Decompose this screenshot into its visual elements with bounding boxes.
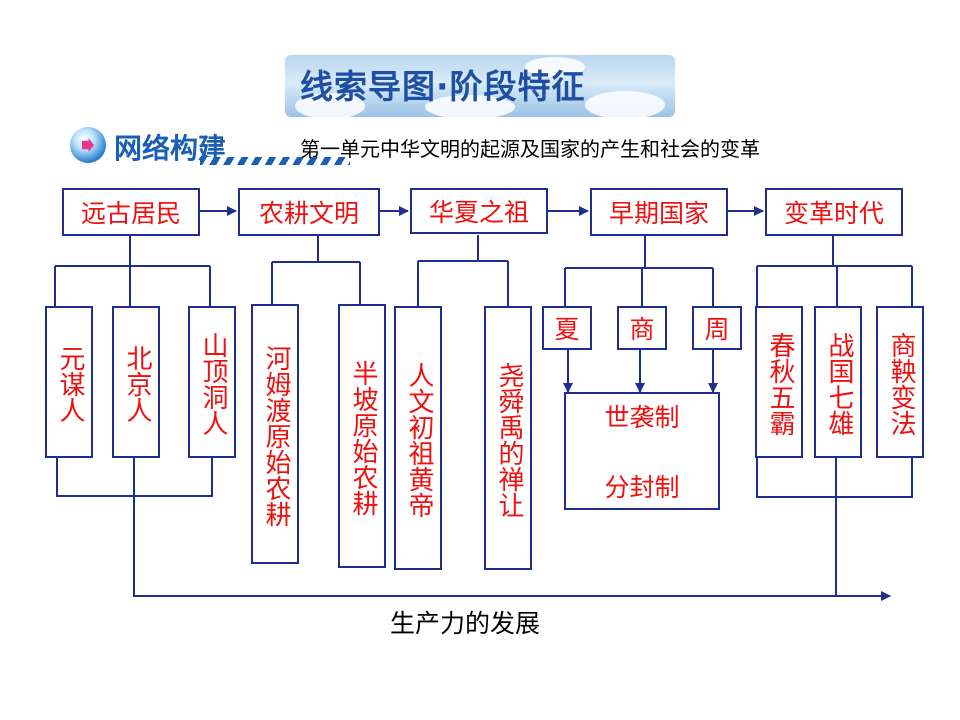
hereditary-system-label: 世袭制 xyxy=(604,403,680,432)
child-box-zhou: 周 xyxy=(692,306,742,350)
bracket-stage2 xyxy=(271,235,361,304)
child-box-upper-cave-man: 山顶洞人 xyxy=(188,306,236,458)
child-box-shang-yang-reform: 商鞅变法 xyxy=(876,306,924,458)
stage-box-ancient-residents: 远古居民 xyxy=(62,188,200,236)
child-box-hemudu-farming: 河姆渡原始农耕 xyxy=(251,304,299,564)
stage-box-era-of-change: 变革时代 xyxy=(765,188,903,236)
cloud-puff xyxy=(585,91,665,119)
bracket-stage3 xyxy=(417,235,509,306)
system-box: 世袭制 分封制 xyxy=(564,392,720,510)
child-box-yellow-emperor: 人文初祖黄帝 xyxy=(394,306,442,570)
cloud-puff xyxy=(295,93,365,119)
decorative-stripes xyxy=(200,157,350,165)
bracket-stage1 xyxy=(54,235,211,306)
cloud-puff xyxy=(425,95,515,119)
unit-title: 第一单元中华文明的起源及国家的产生和社会的变革 xyxy=(300,137,760,161)
page-title: 线索导图·阶段特征 xyxy=(300,67,586,106)
child-box-spring-autumn-hegemons: 春秋五霸 xyxy=(755,306,803,458)
child-box-shang: 商 xyxy=(617,306,667,350)
stage-box-huaxia-ancestors: 华夏之祖 xyxy=(410,188,548,234)
child-box-xia: 夏 xyxy=(542,306,592,350)
title-banner xyxy=(285,55,675,119)
productivity-label: 生产力的发展 xyxy=(390,609,541,638)
child-box-banpo-farming: 半坡原始农耕 xyxy=(338,304,386,568)
child-box-yao-shun-yu-abdication: 尧舜禹的禅让 xyxy=(484,306,532,570)
bracket-bottom-right xyxy=(756,456,913,498)
child-box-yuanmou-man: 元谋人 xyxy=(45,306,93,458)
enfeoffment-system-label: 分封制 xyxy=(604,473,680,502)
bracket-stage4 xyxy=(564,235,714,306)
arrow-circle-icon xyxy=(70,127,106,163)
child-box-peking-man: 北京人 xyxy=(112,306,160,458)
child-box-warring-states: 战国七雄 xyxy=(814,306,862,458)
productivity-arrow xyxy=(133,456,891,601)
stage-box-early-states: 早期国家 xyxy=(590,188,728,236)
stage-box-farming-civilization: 农耕文明 xyxy=(238,188,380,236)
bracket-stage5 xyxy=(756,235,913,306)
cloud-puff xyxy=(525,57,585,77)
section-badge: 网络构建 xyxy=(70,127,350,165)
